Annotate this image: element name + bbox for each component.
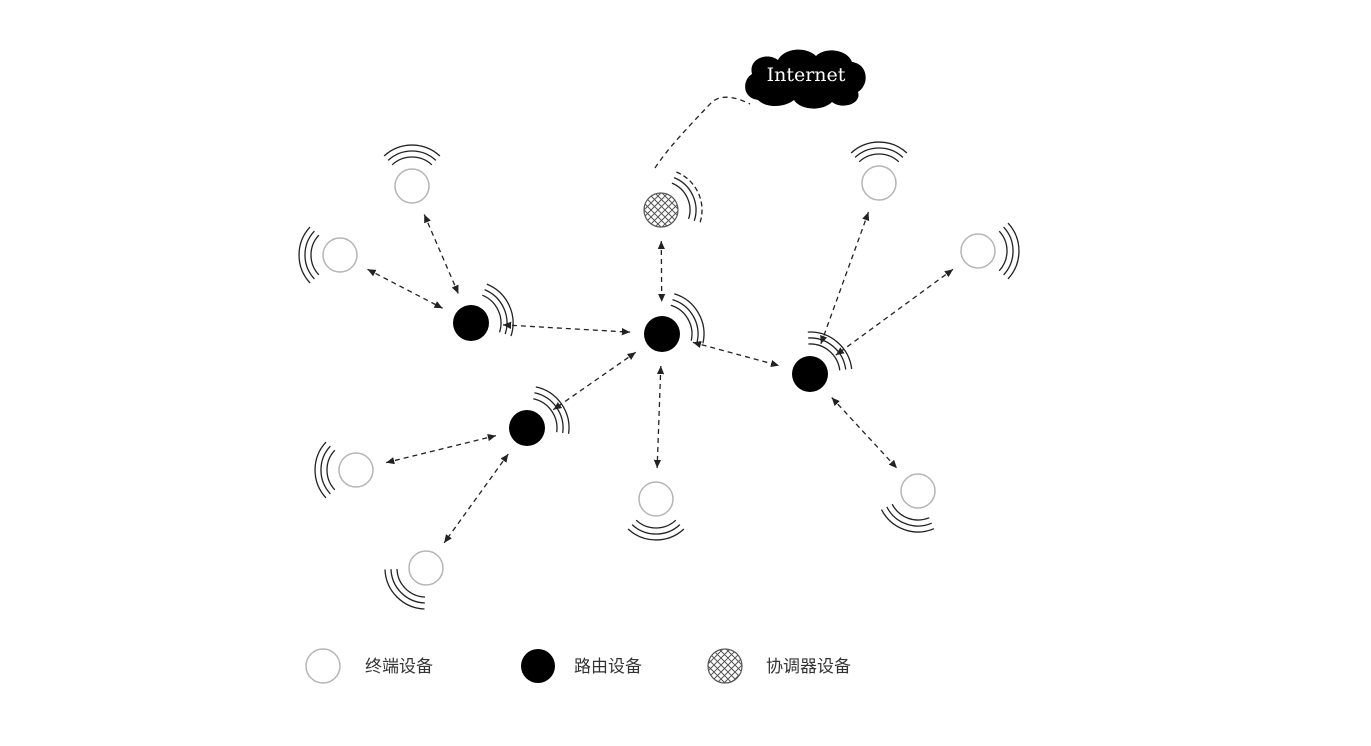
node-end-3 bbox=[861, 165, 897, 201]
link-router-right-end-5 bbox=[831, 397, 898, 469]
legend-end-device-label: 终端设备 bbox=[365, 657, 433, 677]
legend: 终端设备 路由设备 协调器设备 bbox=[305, 648, 851, 684]
node-end-8 bbox=[408, 550, 444, 586]
signal-wave-router-left bbox=[482, 283, 514, 337]
link-router-left-router-center bbox=[502, 321, 631, 336]
legend-router-symbol bbox=[521, 649, 555, 683]
node-end-5 bbox=[900, 473, 936, 509]
signal-wave-end-7 bbox=[314, 441, 336, 499]
signal-wave-end-3 bbox=[850, 141, 908, 163]
node-end-7 bbox=[338, 452, 374, 488]
link-end-3-router-right bbox=[820, 211, 870, 345]
link-router-lower-left-end-8 bbox=[443, 453, 509, 544]
legend-router-label: 路由设备 bbox=[574, 657, 642, 677]
link-end-4-router-right bbox=[835, 268, 954, 356]
signal-waves bbox=[298, 141, 1020, 610]
legend-coordinator-label: 协调器设备 bbox=[766, 657, 851, 677]
node-router-center bbox=[644, 316, 680, 352]
node-end-2 bbox=[322, 237, 358, 273]
node-end-4 bbox=[960, 233, 996, 269]
node-router-left bbox=[453, 305, 489, 341]
signal-wave-end-2 bbox=[298, 226, 320, 284]
node-end-6 bbox=[638, 481, 674, 517]
internet-cloud: Internet bbox=[745, 49, 866, 109]
signal-wave-coordinator bbox=[671, 171, 703, 223]
legend-coordinator-symbol bbox=[707, 648, 743, 684]
link-router-center-router-lower-left bbox=[552, 351, 637, 411]
nodes bbox=[322, 165, 996, 586]
signal-wave-end-6 bbox=[627, 519, 685, 541]
signal-wave-end-4 bbox=[998, 222, 1020, 280]
node-router-lower-left bbox=[509, 410, 545, 446]
legend-end-device-symbol bbox=[305, 648, 341, 684]
signal-wave-router-center bbox=[670, 293, 705, 344]
cloud-label: Internet bbox=[767, 64, 846, 86]
signal-wave-end-1 bbox=[383, 144, 441, 166]
internet-link bbox=[654, 96, 751, 169]
link-router-center-end-6 bbox=[653, 365, 665, 469]
signal-wave-end-5 bbox=[880, 503, 935, 533]
node-coordinator bbox=[643, 192, 679, 228]
link-router-lower-left-end-7 bbox=[385, 434, 497, 465]
link-end-2-router-left bbox=[367, 268, 443, 309]
signal-wave-router-lower-left bbox=[533, 386, 570, 434]
signal-wave-end-8 bbox=[384, 568, 426, 610]
cloud-icon bbox=[745, 49, 866, 109]
node-router-right bbox=[792, 356, 828, 392]
link-router-center-router-right bbox=[692, 340, 780, 368]
signal-wave-router-right bbox=[807, 331, 853, 371]
node-end-1 bbox=[394, 168, 430, 204]
links bbox=[367, 211, 954, 544]
link-end-1-router-left bbox=[423, 214, 459, 294]
